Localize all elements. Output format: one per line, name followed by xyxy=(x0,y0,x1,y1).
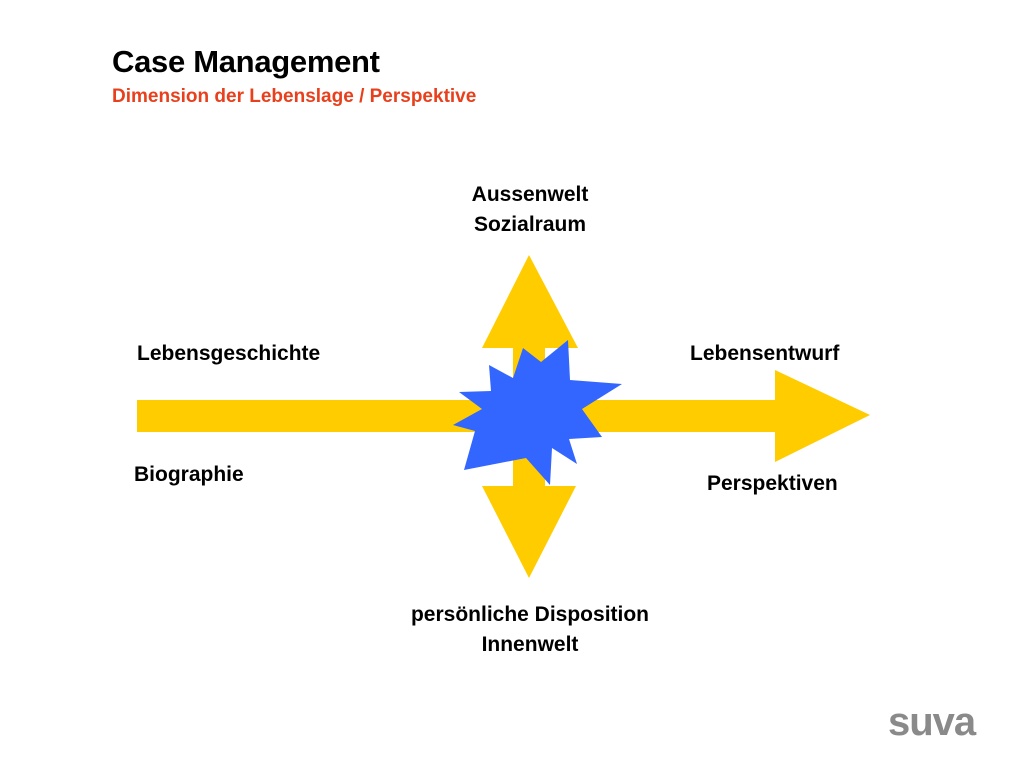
slide-title: Case Management xyxy=(112,44,380,79)
label-left-upper: Lebensgeschichte xyxy=(137,342,321,365)
suva-logo: suva xyxy=(888,700,976,744)
star-burst xyxy=(453,340,622,485)
down-arrow xyxy=(482,440,576,578)
label-top-line1: Aussenwelt xyxy=(471,183,589,206)
label-top: Aussenwelt Sozialraum xyxy=(472,180,589,240)
label-left-lower: Biographie xyxy=(134,463,244,486)
label-right-upper: Lebensentwurf xyxy=(690,342,840,365)
label-bottom: persönliche Disposition Innenwelt xyxy=(411,600,649,660)
label-bottom-line1: persönliche Disposition xyxy=(410,603,650,626)
label-right-lower: Perspektiven xyxy=(707,472,838,495)
slide-subtitle: Dimension der Lebenslage / Perspektive xyxy=(112,86,477,107)
label-bottom-line2: Innenwelt xyxy=(481,633,579,656)
label-top-line2: Sozialraum xyxy=(473,213,587,236)
up-arrow xyxy=(482,255,578,405)
